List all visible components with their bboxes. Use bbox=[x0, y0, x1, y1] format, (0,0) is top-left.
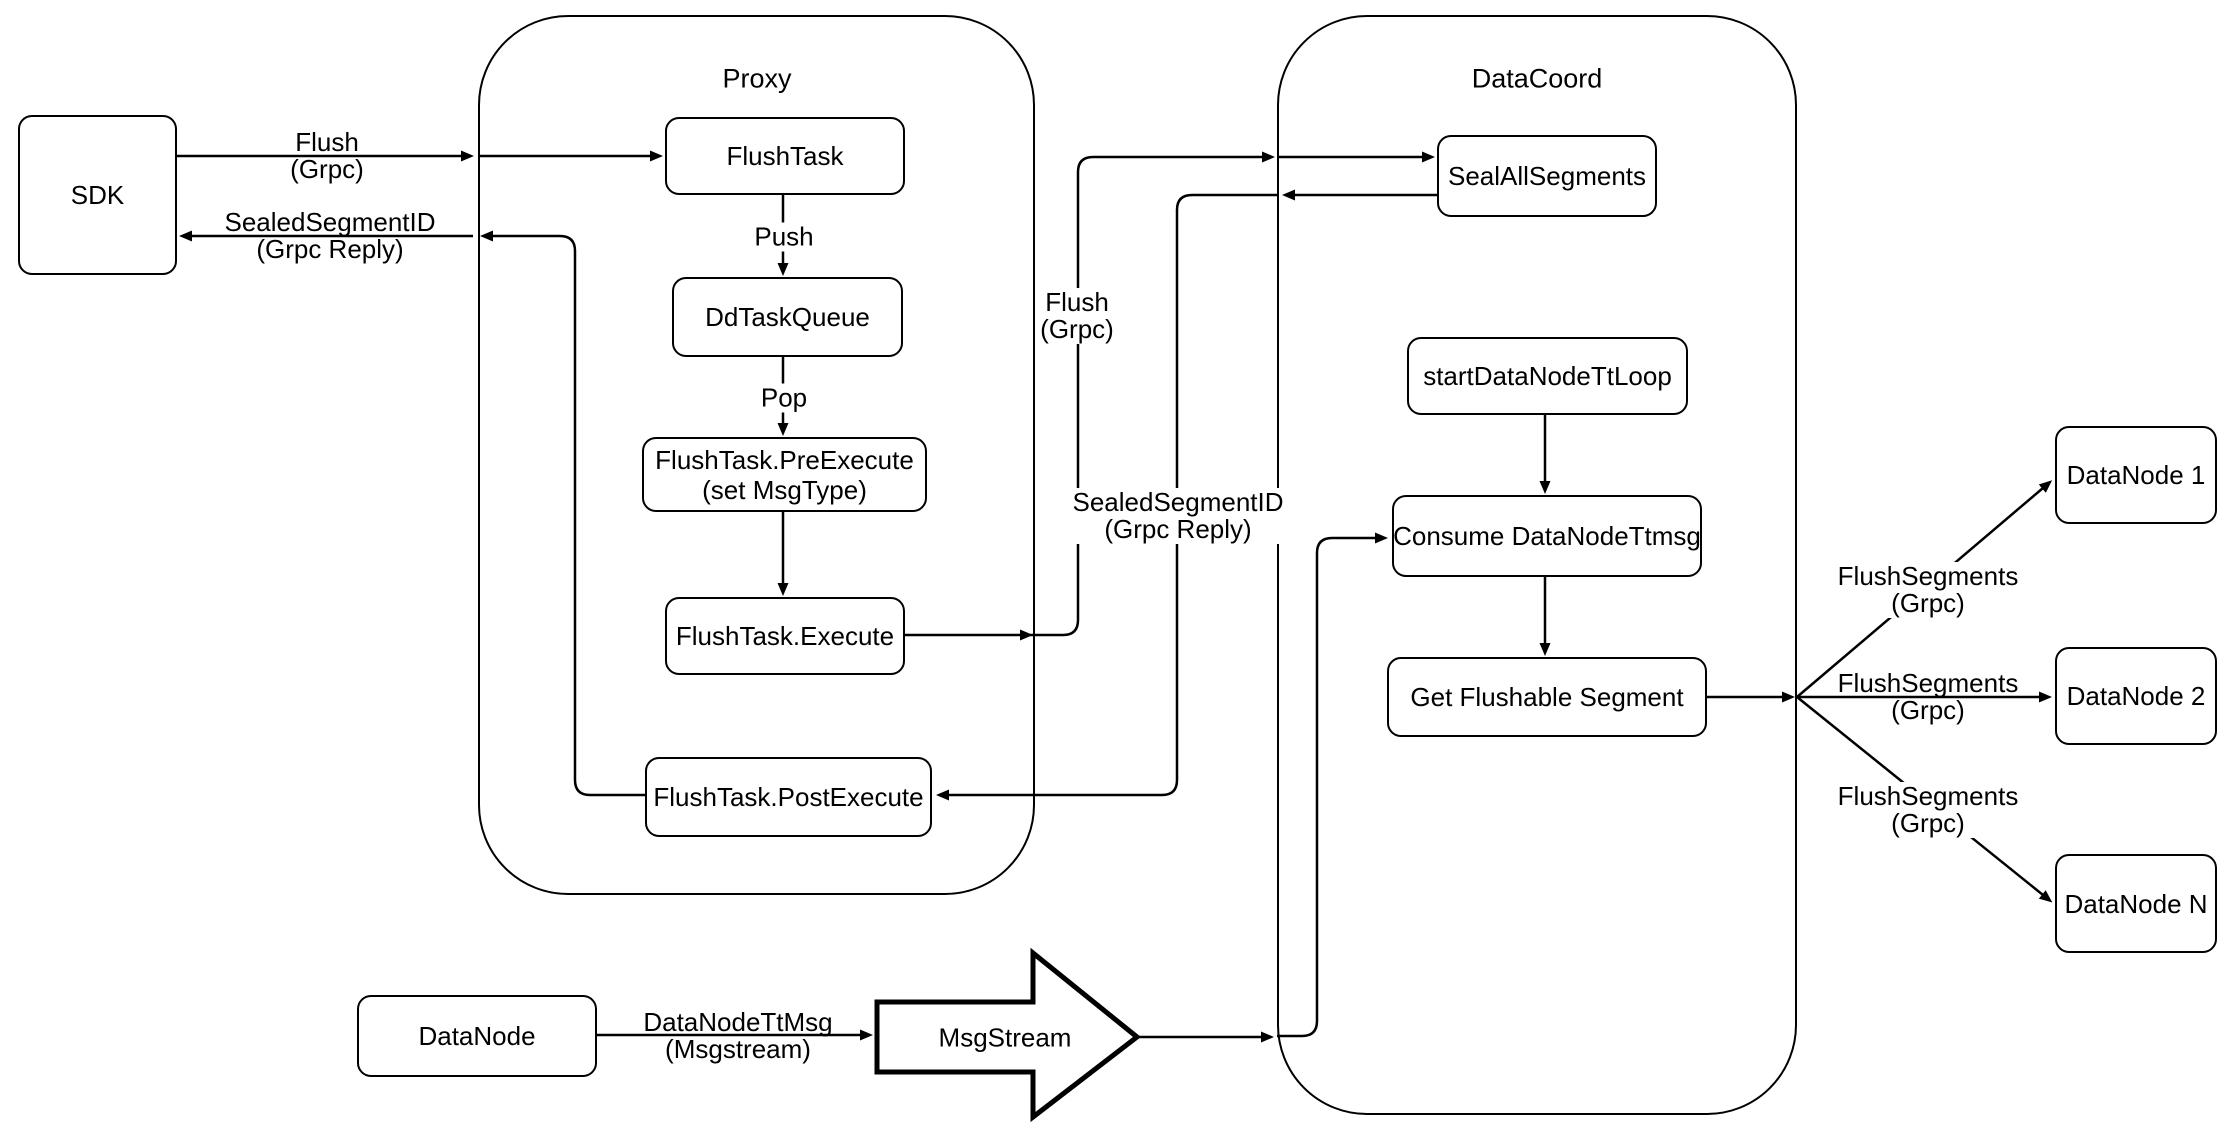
node-datanode2-label: DataNode 2 bbox=[2066, 681, 2206, 711]
node-sealallsegments: SealAllSegments bbox=[1437, 135, 1657, 217]
edge-label-flushsegments-1: FlushSegments (Grpc) bbox=[1833, 562, 2023, 618]
node-datanoden-label: DataNode N bbox=[2064, 888, 2208, 919]
node-preexecute-label: FlushTask.PreExecute bbox=[655, 444, 914, 475]
node-startdatanodettloop-label: startDataNodeTtLoop bbox=[1423, 361, 1672, 391]
edge-label-push: Push bbox=[750, 222, 818, 252]
node-getflushablesegment: Get Flushable Segment bbox=[1387, 657, 1707, 737]
edge-flush-up-to-datacoord-border bbox=[1030, 151, 1275, 637]
node-flushtask: FlushTask bbox=[665, 117, 905, 195]
edge-border-up-to-consume bbox=[1277, 532, 1388, 1038]
datacoord-container-title: DataCoord bbox=[1471, 63, 1603, 94]
edge-postexecute-to-proxy-border-return bbox=[480, 230, 645, 797]
edge-label-sealedsegmentid-mid: SealedSegmentID (Grpc Reply) bbox=[1068, 488, 1288, 544]
edge-label-flushsegments-n: FlushSegments (Grpc) bbox=[1833, 782, 2023, 838]
node-execute-label: FlushTask.Execute bbox=[675, 621, 895, 651]
edge-label-flush-mid: Flush (Grpc) bbox=[1036, 288, 1118, 344]
node-datanoden: DataNode N bbox=[2055, 854, 2217, 953]
node-preexecute-sublabel: (set MsgType) bbox=[702, 474, 867, 505]
node-getflushablesegment-label: Get Flushable Segment bbox=[1410, 682, 1684, 712]
datacoord-container bbox=[1277, 15, 1797, 1115]
node-consume-datanodettmsg: Consume DataNodeTtmsg bbox=[1392, 495, 1702, 577]
msgstream-label: MsgStream bbox=[938, 1022, 1072, 1053]
node-startdatanodettloop: startDataNodeTtLoop bbox=[1407, 337, 1688, 415]
node-sealallsegments-label: SealAllSegments bbox=[1448, 161, 1646, 191]
node-datanode1-label: DataNode 1 bbox=[2066, 460, 2206, 490]
edge-label-pop: Pop bbox=[756, 383, 812, 413]
edge-label-flushsegments-2: FlushSegments (Grpc) bbox=[1837, 668, 2019, 725]
node-consume-datanodettmsg-label: Consume DataNodeTtmsg bbox=[1393, 521, 1701, 551]
node-sdk-label: SDK bbox=[70, 180, 125, 210]
node-execute: FlushTask.Execute bbox=[665, 597, 905, 675]
node-ddtaskqueue: DdTaskQueue bbox=[672, 277, 903, 357]
node-datanode1: DataNode 1 bbox=[2055, 426, 2217, 524]
node-flushtask-label: FlushTask bbox=[726, 141, 844, 171]
node-sdk: SDK bbox=[18, 115, 177, 275]
node-preexecute: FlushTask.PreExecute (set MsgType) bbox=[642, 437, 927, 512]
node-datanode2: DataNode 2 bbox=[2055, 647, 2217, 745]
proxy-container bbox=[478, 15, 1035, 895]
edge-label-datanodettmsg: DataNodeTtMsg (Msgstream) bbox=[643, 1007, 833, 1064]
node-ddtaskqueue-label: DdTaskQueue bbox=[705, 302, 870, 332]
edge-label-flush-sdk: Flush (Grpc) bbox=[290, 127, 364, 184]
edge-label-sealedsegmentid-sdk: SealedSegmentID (Grpc Reply) bbox=[224, 207, 436, 264]
node-postexecute-label: FlushTask.PostExecute bbox=[653, 782, 924, 812]
node-datanode-source: DataNode bbox=[357, 995, 597, 1077]
node-postexecute: FlushTask.PostExecute bbox=[645, 757, 932, 837]
node-datanode-source-label: DataNode bbox=[418, 1021, 536, 1051]
msgstream-block-arrow bbox=[874, 947, 1142, 1123]
proxy-container-title: Proxy bbox=[722, 63, 792, 94]
